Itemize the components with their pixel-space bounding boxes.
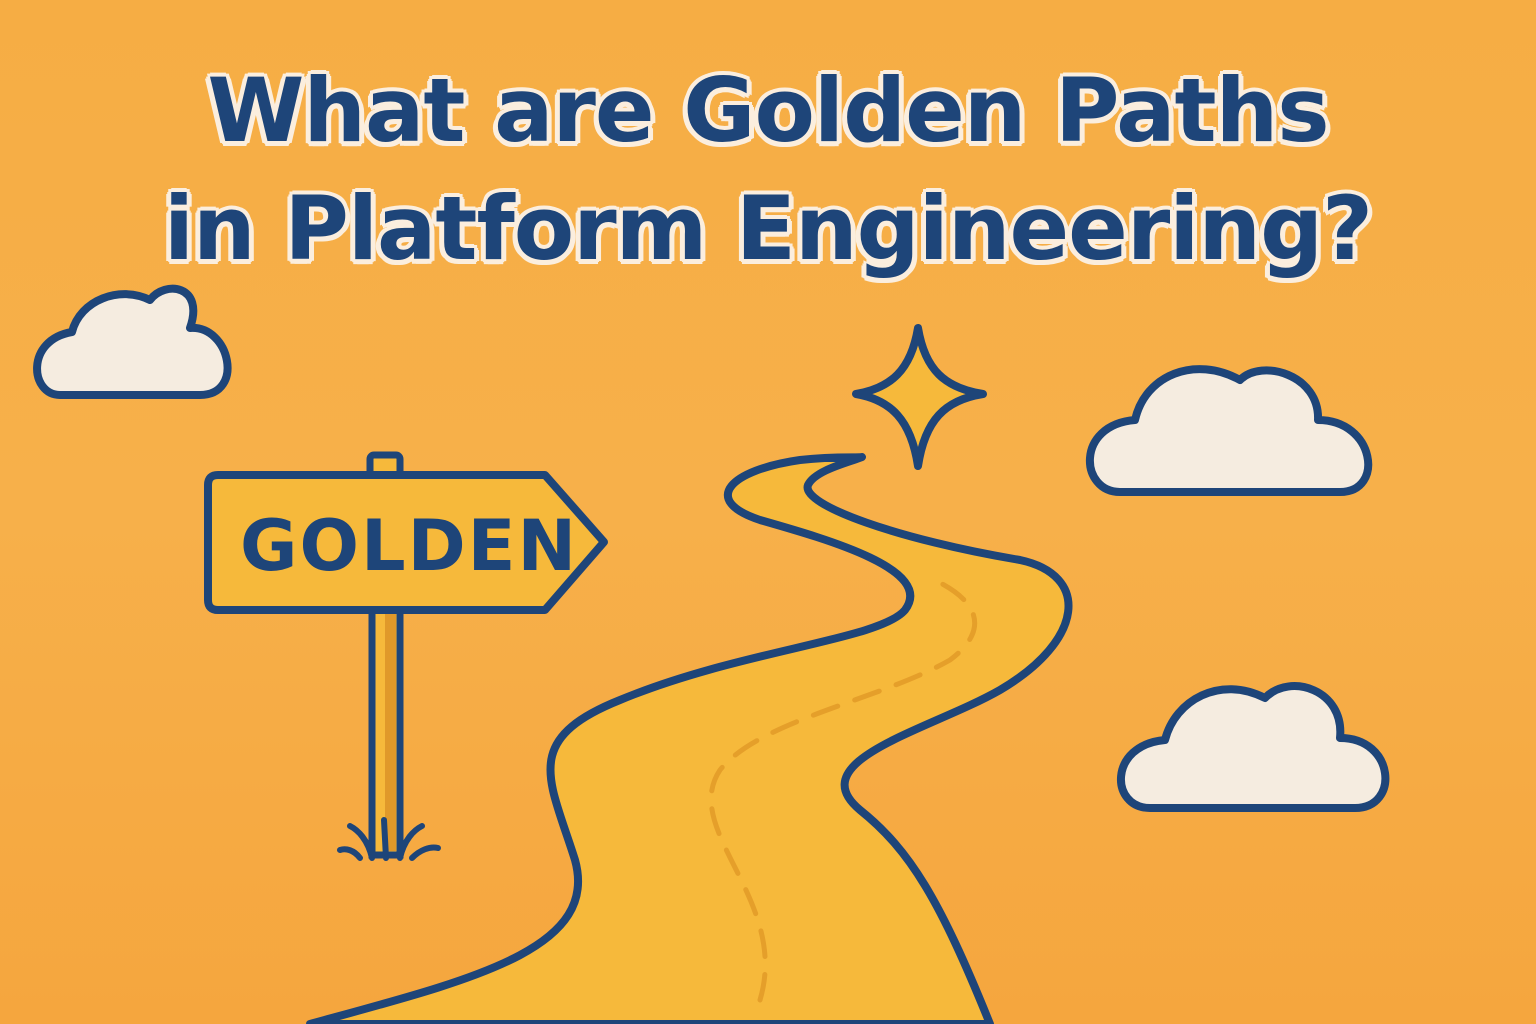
page-title: What are Golden Paths in Platform Engine… bbox=[0, 52, 1536, 288]
title-line-2: in Platform Engineering? bbox=[163, 177, 1373, 280]
signpost-pole-shade bbox=[385, 614, 396, 851]
sparkle-star-icon bbox=[852, 324, 987, 470]
path-road bbox=[306, 453, 1073, 1024]
cloud-icon-left bbox=[33, 284, 232, 399]
cloud-icon-right-top bbox=[1085, 365, 1373, 496]
signpost: GOLDEN bbox=[204, 451, 608, 861]
golden-path bbox=[306, 453, 1073, 1024]
path-center-dashes bbox=[708, 575, 978, 1003]
cloud-icon-right-bottom bbox=[1116, 682, 1390, 812]
sign-board bbox=[204, 471, 608, 614]
grass-tuft-icon bbox=[337, 817, 441, 861]
sign-label: GOLDEN bbox=[240, 505, 578, 587]
title-line-1: What are Golden Paths bbox=[207, 59, 1329, 162]
